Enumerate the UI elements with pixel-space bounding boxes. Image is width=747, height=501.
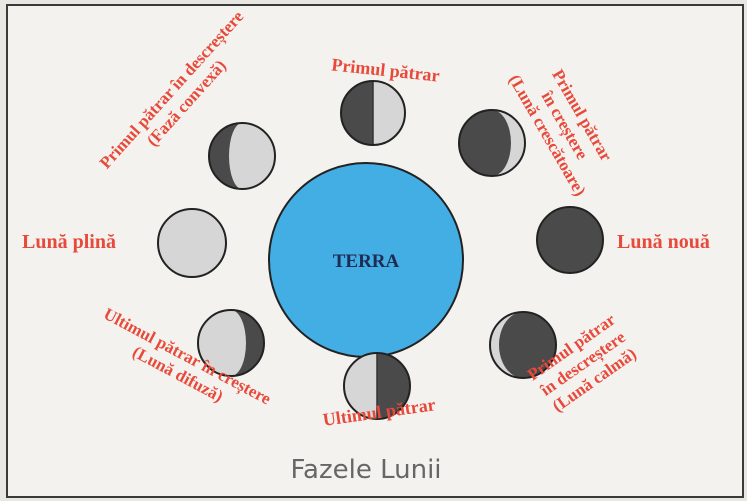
diagram-title: Fazele Lunii (290, 455, 441, 485)
label-luna-noua: Lună nouă (617, 231, 710, 253)
moon-phase-upper-left (208, 122, 276, 190)
moon-phase-upper-right (458, 109, 526, 177)
moon-phase-top (340, 80, 406, 146)
moon-phase-right (536, 206, 604, 274)
earth-label: TERRA (333, 251, 400, 272)
moon-phase-left (157, 208, 227, 278)
label-luna-plina: Lună plină (22, 231, 116, 253)
moon-phase-bottom (343, 352, 411, 420)
moon-phase-lower-right (489, 311, 557, 379)
label-primul-patrar-top: Primul pătrar (331, 54, 441, 85)
label-group-crestere: Primul pătrar în creștere (Lună crescăto… (505, 66, 616, 199)
moon-phase-lower-left (197, 309, 265, 377)
